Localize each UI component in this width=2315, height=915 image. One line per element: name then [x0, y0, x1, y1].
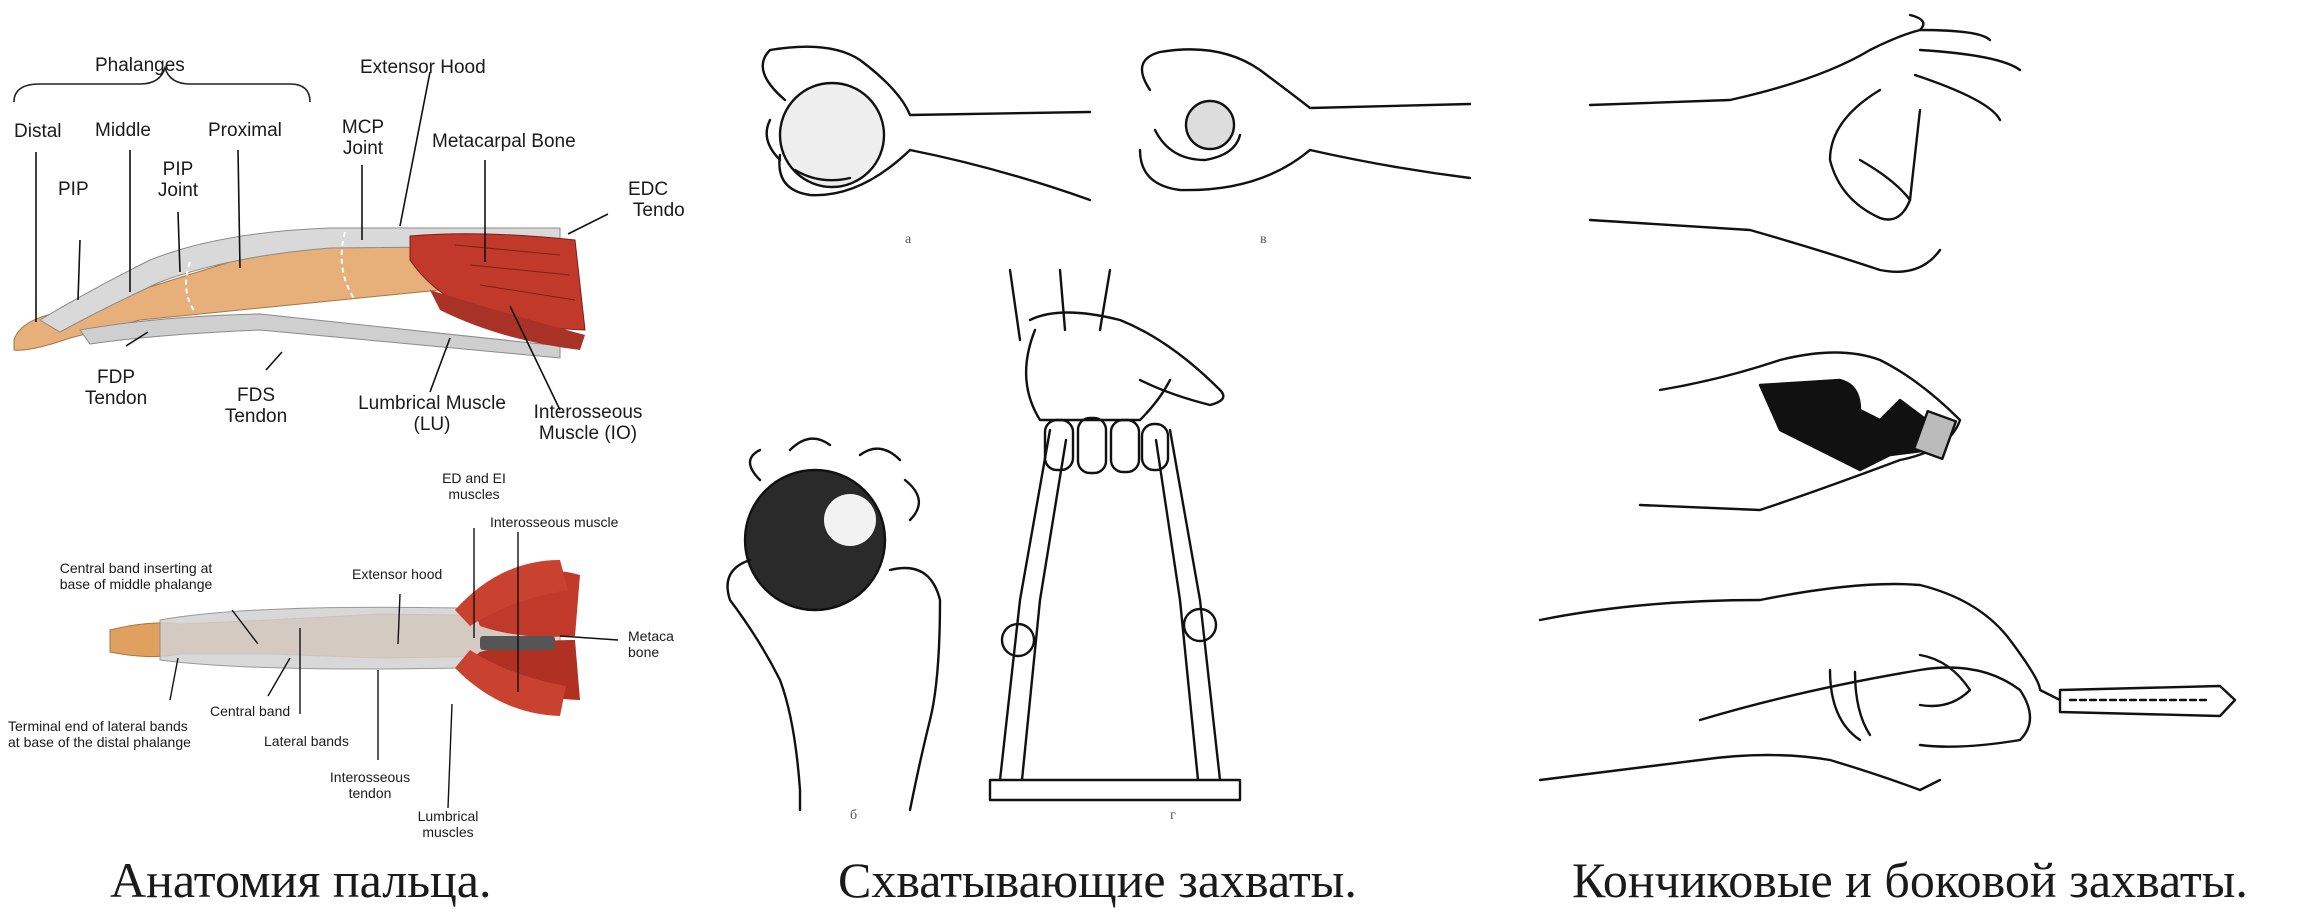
label-metacarpal-bone-bottom: Metaca bone [628, 628, 674, 660]
label-central-band-inserting: Central band inserting at base of middle… [60, 560, 213, 592]
label-phalanges: Phalanges [95, 56, 185, 77]
label-extensor-hood-bottom: Extensor hood [352, 566, 442, 582]
letter-v: в [1260, 232, 1267, 248]
finger-anatomy-panel: Phalanges Distal Middle Proximal PIP PIP… [0, 0, 700, 915]
label-fdp-tendon: FDP Tendon [85, 368, 147, 410]
label-proximal: Proximal [208, 121, 282, 142]
label-metacarpal-bone: Metacarpal Bone [432, 132, 576, 153]
label-distal: Distal [14, 122, 62, 143]
letter-a: а [905, 232, 911, 248]
label-lumbrical-muscles: Lumbrical muscles [418, 808, 479, 840]
label-interosseous-tendon: Interosseous tendon [330, 769, 410, 801]
label-mcp-joint: MCP Joint [342, 118, 384, 160]
label-pip: PIP [58, 180, 89, 201]
label-pip-joint: PIP Joint [158, 160, 198, 202]
label-central-band: Central band [210, 703, 290, 719]
label-edc-tendon: EDC Tendo [628, 180, 685, 222]
label-interosseous-muscle: Interosseous Muscle (IO) [534, 403, 643, 445]
label-lumbrical-muscle: Lumbrical Muscle (LU) [358, 394, 506, 436]
pinch-grips-drawing [1500, 0, 2315, 915]
grasping-grips-drawing [700, 0, 1500, 915]
caption-grasping-grips: Схватывающие захваты. [838, 851, 1357, 909]
caption-pinch-grips: Кончиковые и боковой захваты. [1572, 851, 2248, 909]
label-middle: Middle [95, 121, 151, 142]
label-interosseous-muscle-bottom: Interosseous muscle [490, 514, 618, 530]
label-lateral-bands: Lateral bands [264, 733, 349, 749]
letter-g: г [1170, 808, 1176, 824]
label-terminal-end: Terminal end of lateral bands at base of… [8, 718, 191, 750]
label-ed-ei-muscles: ED and EI muscles [442, 470, 506, 502]
grasping-grips-panel: а в б г Схватывающие захваты. [700, 0, 1500, 915]
letter-b: б [850, 808, 857, 824]
pinch-grips-panel: Кончиковые и боковой захваты. [1500, 0, 2315, 915]
label-fds-tendon: FDS Tendon [225, 386, 287, 428]
label-extensor-hood: Extensor Hood [360, 58, 486, 79]
caption-finger-anatomy: Анатомия пальца. [110, 851, 492, 909]
